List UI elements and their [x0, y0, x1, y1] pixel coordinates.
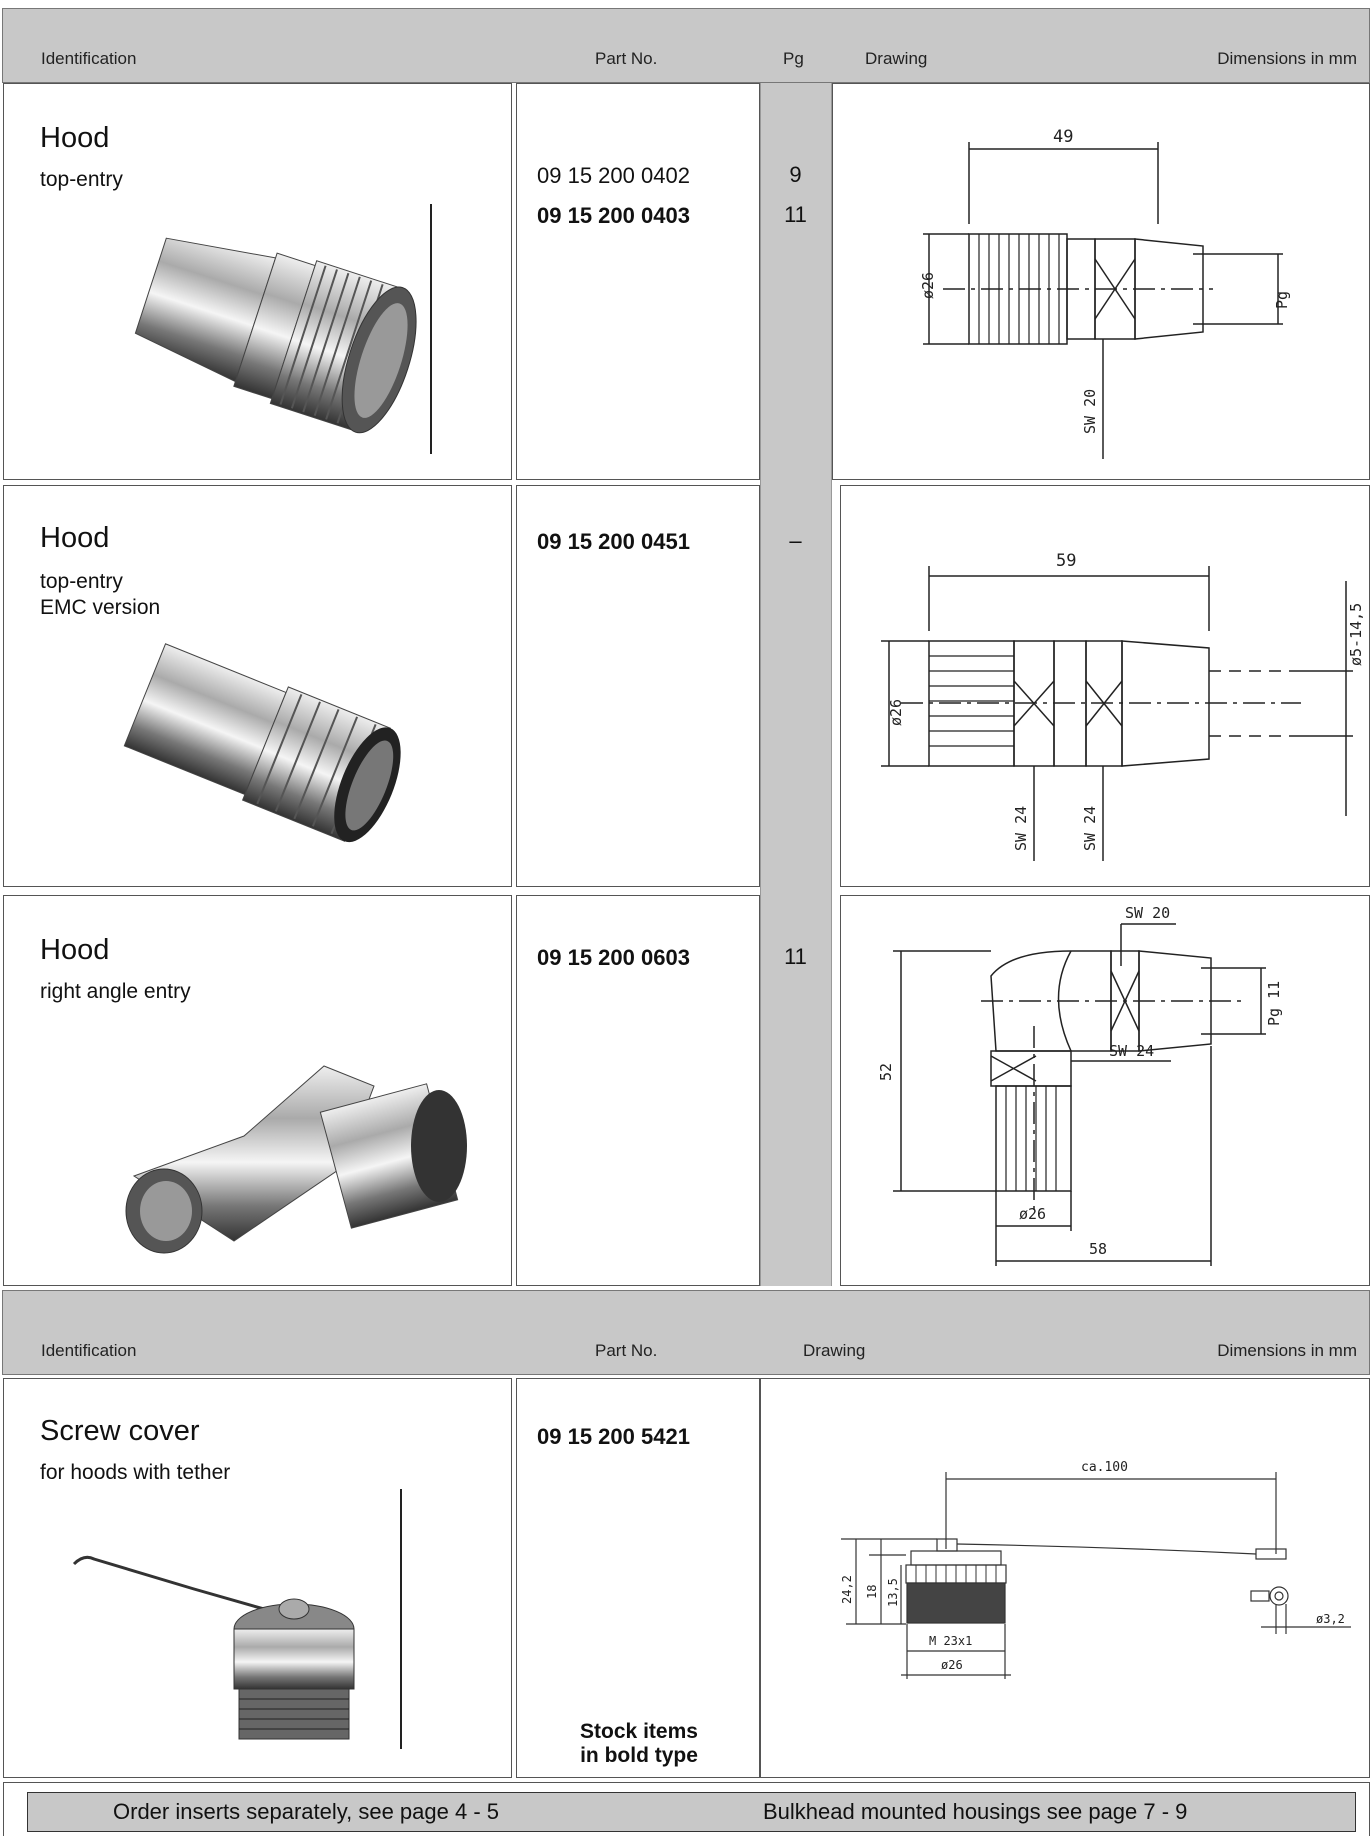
- row3-sub: right angle entry: [40, 980, 191, 1003]
- row2-sub-1: top-entry: [40, 570, 123, 593]
- row4-dim-hole: ø3,2: [1316, 1612, 1345, 1626]
- row3-part-cell: 09 15 200 0603: [516, 895, 760, 1286]
- row2-photo: [123, 643, 401, 843]
- row2-drawing-cell: 59 ø26 ø5-14,5 SW 24 SW 24: [840, 485, 1370, 887]
- col2-dimensions: Dimensions in mm: [1217, 1341, 1357, 1360]
- row2-dim-cable: ø5-14,5: [1347, 603, 1365, 666]
- stock-note-line1: Stock items: [580, 1720, 698, 1743]
- row4-part-1: 09 15 200 5421: [537, 1424, 690, 1449]
- row4-ident-cell: Screw cover for hoods with tether: [3, 1378, 512, 1778]
- row3-photo: [125, 1065, 467, 1254]
- row2-sub-2: EMC version: [40, 596, 161, 619]
- row4-part-cell: 09 15 200 5421 Stock items in bold type: [516, 1378, 760, 1778]
- row2-dim-sw1: SW 24: [1012, 806, 1030, 851]
- row2-part-cell: 09 15 200 0451: [516, 485, 760, 887]
- row3-ident-cell: Hood right angle entry: [3, 895, 512, 1286]
- row3-pg-1: 11: [784, 944, 807, 969]
- col-drawing: Drawing: [865, 49, 928, 68]
- col-pg: Pg: [783, 49, 804, 68]
- row4-dim-thread: M 23x1: [929, 1634, 972, 1648]
- row1-dim-length: 49: [1053, 127, 1073, 147]
- pg-column: [760, 83, 832, 1286]
- row3-part-1: 09 15 200 0603: [537, 945, 690, 970]
- row2-pg-1: –: [789, 528, 802, 553]
- row2-dim-length: 59: [1056, 551, 1076, 571]
- row2-title: Hood: [40, 522, 110, 554]
- row3-drawing-cell: SW 20 Pg 11 SW 24 52 ø26 58: [840, 895, 1370, 1286]
- row1-drawing-cell: 49 ø26 Pg SW 20: [832, 83, 1370, 480]
- row4-photo-rule: [400, 1489, 402, 1749]
- row1-pg-1: 9: [789, 162, 802, 187]
- row2-drawing: 59 ø26 ø5-14,5 SW 24 SW 24: [881, 551, 1365, 861]
- footer-inserts-note: Order inserts separately, see page 4 - 5: [113, 1799, 500, 1824]
- stock-note-line2: in bold type: [580, 1744, 698, 1767]
- col-dimensions: Dimensions in mm: [1217, 49, 1357, 68]
- row3-dim-sw-top: SW 20: [1125, 904, 1170, 922]
- row3-title: Hood: [40, 934, 110, 966]
- footer-bulkhead-note: Bulkhead mounted housings see page 7 - 9: [763, 1799, 1188, 1824]
- row4-photo: [72, 1555, 355, 1740]
- row4-dim-h2: 18: [865, 1585, 879, 1599]
- row4-drawing-cell: ca.100 24,2 18 13,5 M 23x1 ø26 ø3,2: [760, 1378, 1370, 1778]
- row1-title: Hood: [40, 122, 110, 154]
- row1-dim-dia: ø26: [919, 272, 937, 299]
- row2-dim-sw2: SW 24: [1081, 806, 1099, 851]
- row4-dim-dia: ø26: [941, 1658, 963, 1672]
- row4-sub: for hoods with tether: [40, 1461, 231, 1484]
- row1-photo-rule: [430, 204, 432, 454]
- row1-photo: [134, 237, 417, 434]
- row4-dim-length: ca.100: [1081, 1460, 1128, 1475]
- row1-part-cell: 09 15 200 0402 09 15 200 0403: [516, 83, 760, 480]
- row3-dim-dia: ø26: [1019, 1205, 1046, 1223]
- row1-part-1: 09 15 200 0402: [537, 163, 690, 188]
- table-header-2: Identification Part No. Drawing Dimensio…: [2, 1290, 1370, 1375]
- row4-title: Screw cover: [40, 1415, 200, 1447]
- row3-dim-sw-side: SW 24: [1109, 1042, 1154, 1060]
- row1-dim-sw: SW 20: [1081, 389, 1099, 434]
- row1-part-2: 09 15 200 0403: [537, 203, 690, 228]
- col-identification: Identification: [41, 49, 137, 68]
- row4-drawing: ca.100 24,2 18 13,5 M 23x1 ø26 ø3,2: [840, 1460, 1351, 1679]
- row1-pg-2: 11: [784, 202, 807, 227]
- col-part-no: Part No.: [595, 49, 658, 68]
- row1-ident-cell: Hood top-entry: [3, 83, 512, 480]
- table-header-1: Identification Part No. Pg Drawing Dimen…: [2, 8, 1370, 83]
- row2-ident-cell: Hood top-entry EMC version: [3, 485, 512, 887]
- col2-drawing: Drawing: [803, 1341, 866, 1360]
- col2-part-no: Part No.: [595, 1341, 658, 1360]
- row3-dim-height: 52: [877, 1063, 895, 1081]
- footer-bar: Order inserts separately, see page 4 - 5…: [27, 1792, 1356, 1832]
- col2-identification: Identification: [41, 1341, 137, 1360]
- row4-dim-h3: 13,5: [886, 1578, 900, 1607]
- row1-sub: top-entry: [40, 168, 123, 191]
- row1-dim-pg: Pg: [1273, 291, 1291, 309]
- row3-drawing: SW 20 Pg 11 SW 24 52 ø26 58: [877, 904, 1283, 1266]
- row2-dim-dia: ø26: [887, 699, 905, 726]
- row3-dim-pg: Pg 11: [1265, 981, 1283, 1026]
- row4-dim-h1: 24,2: [840, 1575, 854, 1604]
- footer-frame: [3, 1782, 1370, 1836]
- row2-part-1: 09 15 200 0451: [537, 529, 690, 554]
- row3-dim-length: 58: [1089, 1240, 1107, 1258]
- row1-drawing: 49 ø26 Pg SW 20: [919, 127, 1291, 459]
